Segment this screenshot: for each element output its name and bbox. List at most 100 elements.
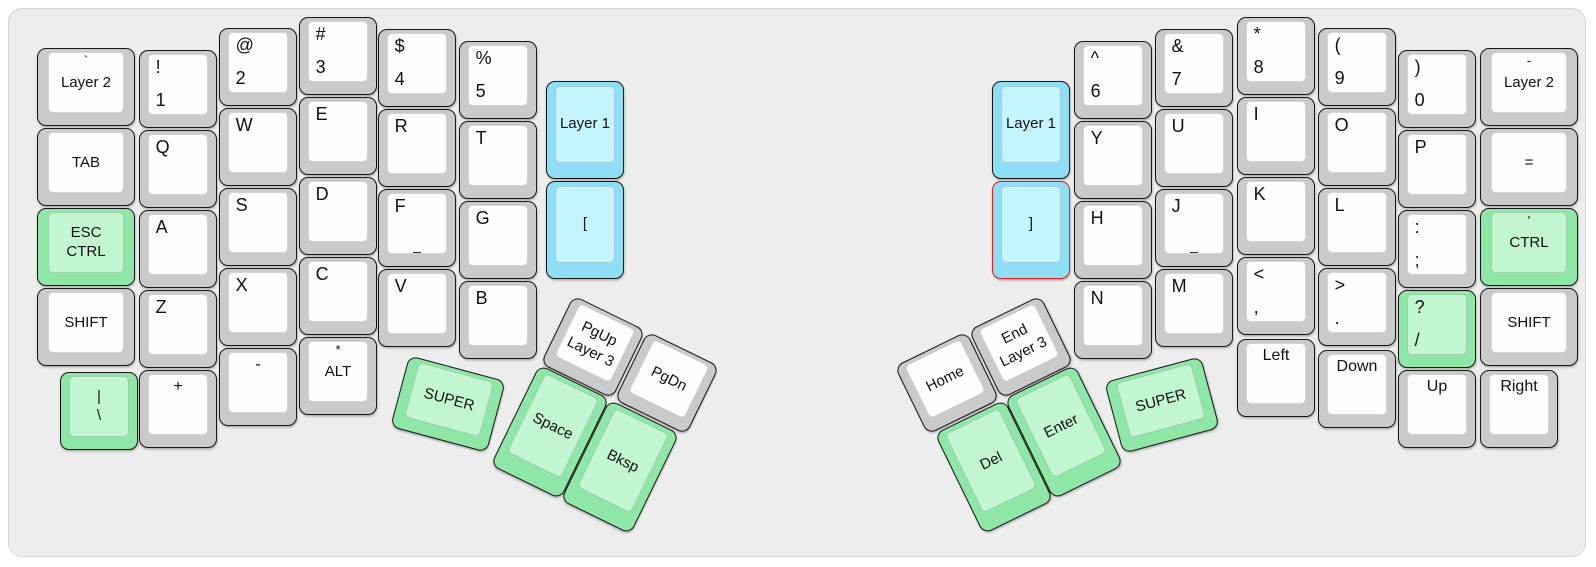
key-p[interactable]: P	[1398, 130, 1476, 208]
key-label: S	[235, 195, 248, 216]
key-layer2-right[interactable]: -Layer 2	[1480, 48, 1578, 126]
key-comma[interactable]: <,	[1237, 257, 1315, 335]
key-k[interactable]: K	[1237, 177, 1315, 255]
key-alt[interactable]: *ALT	[299, 337, 377, 415]
key-layer1-right[interactable]: Layer 1	[992, 81, 1070, 179]
key-label: Enter	[1041, 409, 1082, 442]
key-left-cap: Left	[1245, 343, 1307, 404]
key-label-line: Layer 1	[559, 115, 611, 133]
key-4[interactable]: $4	[378, 29, 456, 107]
key-label: D	[315, 184, 329, 205]
key-6[interactable]: ^6	[1074, 41, 1152, 119]
key-layer1-left[interactable]: Layer 1	[546, 81, 624, 179]
key-label: A	[155, 217, 168, 238]
key-b[interactable]: B	[459, 281, 537, 359]
key-label: $	[394, 36, 405, 57]
key-1[interactable]: !1	[139, 50, 217, 128]
key-right[interactable]: Right	[1480, 370, 1558, 448]
key-y[interactable]: Y	[1074, 121, 1152, 199]
key-pipe-backslash[interactable]: |\	[60, 372, 138, 450]
key-label: -	[1526, 53, 1532, 69]
key-p-cap: P	[1406, 134, 1468, 195]
key-x[interactable]: X	[219, 268, 297, 346]
key-h[interactable]: H	[1074, 201, 1152, 279]
key-slash[interactable]: ?/	[1398, 290, 1476, 368]
key-g[interactable]: G	[459, 201, 537, 279]
key-a-cap: A	[147, 214, 209, 275]
key-s[interactable]: S	[219, 188, 297, 266]
key-tab-cap: TAB	[47, 132, 125, 193]
key-equals[interactable]: =	[1480, 128, 1578, 206]
key-label: !	[155, 57, 161, 78]
key-j[interactable]: J_	[1155, 189, 1233, 267]
key-plus-cap: +	[147, 374, 209, 435]
key-lbracket[interactable]: [	[546, 181, 624, 279]
key-down-cap: Down	[1326, 354, 1388, 415]
key-label: N	[1090, 288, 1104, 309]
key-i[interactable]: I	[1237, 97, 1315, 175]
key-up[interactable]: Up	[1398, 370, 1476, 448]
key-label: 1	[155, 89, 166, 110]
key-super-left[interactable]: SUPER	[390, 355, 506, 453]
key-semicolon[interactable]: :;	[1398, 210, 1476, 288]
key-label-line: ]	[1028, 215, 1034, 233]
key-shift-left[interactable]: SHIFT	[37, 288, 135, 366]
key-l[interactable]: L	[1318, 188, 1396, 266]
key-y-cap: Y	[1082, 125, 1144, 186]
key-rbracket[interactable]: ]	[992, 181, 1070, 279]
key-label: CTRL	[1509, 233, 1548, 253]
key-z[interactable]: Z	[139, 290, 217, 368]
key-quote-ctrl[interactable]: 'CTRL	[1480, 208, 1578, 286]
key-super-right[interactable]: SUPER	[1104, 356, 1220, 454]
key-t[interactable]: T	[459, 121, 537, 199]
key-o[interactable]: O	[1318, 108, 1396, 186]
key-label-line: CTRL	[1509, 233, 1549, 251]
key-q-cap: Q	[147, 134, 209, 195]
key-label: H	[1090, 208, 1104, 229]
key-period[interactable]: >.	[1318, 268, 1396, 346]
key-label: C	[315, 264, 329, 285]
key-label: P	[1414, 137, 1427, 158]
key-r[interactable]: R	[378, 109, 456, 187]
key-left[interactable]: Left	[1237, 339, 1315, 417]
key-m[interactable]: M	[1155, 269, 1233, 347]
key-layer2-left[interactable]: `Layer 2	[37, 48, 135, 126]
key-f[interactable]: F_	[378, 189, 456, 267]
key-n[interactable]: N	[1074, 281, 1152, 359]
key-plus[interactable]: +	[139, 370, 217, 448]
key-shift-right[interactable]: SHIFT	[1480, 288, 1578, 366]
key-tab[interactable]: TAB	[37, 128, 135, 206]
key-label: SHIFT	[64, 313, 107, 333]
key-o-cap: O	[1326, 112, 1388, 173]
key-e[interactable]: E	[299, 97, 377, 175]
key-8[interactable]: *8	[1237, 17, 1315, 95]
key-2[interactable]: @2	[219, 28, 297, 106]
key-2-cap: @2	[227, 32, 289, 93]
key-a[interactable]: A	[139, 210, 217, 288]
key-c[interactable]: C	[299, 257, 377, 335]
key-label: Down	[1336, 358, 1378, 376]
key-down[interactable]: Down	[1318, 350, 1396, 428]
key-j-cap: J_	[1163, 193, 1225, 254]
key-label: Y	[1090, 128, 1103, 149]
key-label: Del	[977, 447, 1006, 474]
key-label: =	[1525, 153, 1534, 173]
key-label: Z	[155, 297, 167, 318]
key-q[interactable]: Q	[139, 130, 217, 208]
key-7[interactable]: &7	[1155, 29, 1233, 107]
key-5[interactable]: %5	[459, 41, 537, 119]
key-layer2-left-cap: `Layer 2	[47, 52, 125, 113]
key-0[interactable]: )0	[1398, 50, 1476, 128]
key-u[interactable]: U	[1155, 109, 1233, 187]
key-d[interactable]: D	[299, 177, 377, 255]
key-9[interactable]: (9	[1318, 28, 1396, 106]
key-v[interactable]: V	[378, 269, 456, 347]
key-3[interactable]: #3	[299, 17, 377, 95]
key-pipe-backslash-cap: |\	[68, 376, 130, 437]
key-w[interactable]: W	[219, 108, 297, 186]
key-label-line: ESC	[70, 223, 102, 241]
key-minus-left[interactable]: -	[219, 348, 297, 426]
